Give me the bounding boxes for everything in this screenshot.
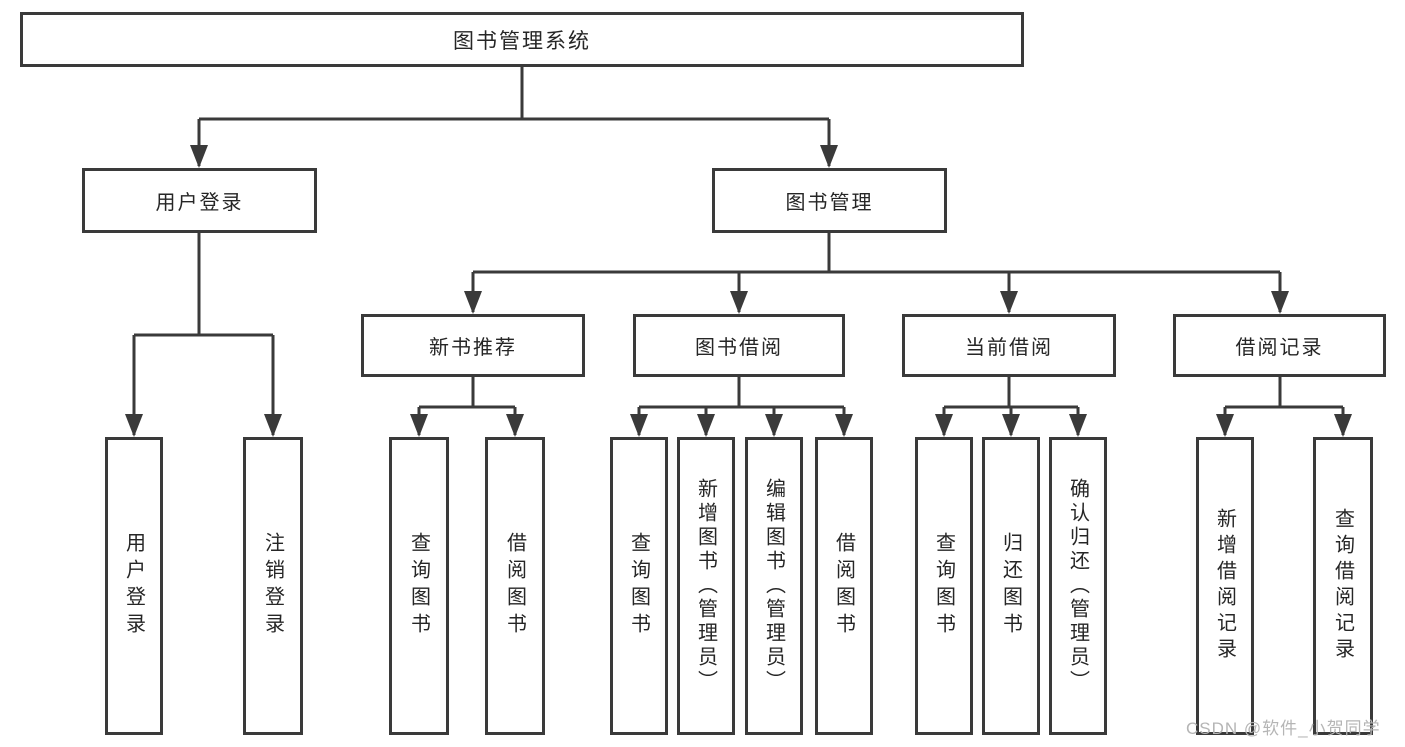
connector-borrowrecords-to-leaves: [1216, 377, 1352, 437]
leaf-edit-book-admin: 编辑图书（管理员）: [745, 437, 803, 735]
connector-bookborrow-to-leaves: [630, 377, 853, 437]
node-borrowing-records: 借阅记录: [1173, 314, 1386, 377]
leaf-confirm-return-admin: 确认归还（管理员）: [1049, 437, 1107, 735]
connector-newbookrec-to-leaves: [410, 377, 524, 437]
node-library-management-system: 图书管理系统: [20, 12, 1024, 67]
leaf-add-book-admin: 新增图书（管理员）: [677, 437, 735, 735]
leaf-user-login: 用户登录: [105, 437, 163, 735]
connector-currentborrow-to-leaves: [935, 377, 1087, 437]
leaf-add-borrowing-record: 新增借阅记录: [1196, 437, 1254, 735]
leaf-query-borrowing-record: 查询借阅记录: [1313, 437, 1373, 735]
node-book-management: 图书管理: [712, 168, 947, 233]
leaf-borrow-books: 借阅图书: [815, 437, 873, 735]
leaf-borrow-books-recommend: 借阅图书: [485, 437, 545, 735]
node-book-borrowing: 图书借阅: [633, 314, 845, 377]
leaf-query-books-borrow: 查询图书: [610, 437, 668, 735]
connector-userlogin-to-leaves: [125, 233, 282, 437]
leaf-query-books-current: 查询图书: [915, 437, 973, 735]
node-new-book-recommendation: 新书推荐: [361, 314, 585, 377]
node-user-login: 用户登录: [82, 168, 317, 233]
node-current-borrowing: 当前借阅: [902, 314, 1116, 377]
connector-bookmgmt-to-level3: [464, 233, 1289, 314]
leaf-logout: 注销登录: [243, 437, 303, 735]
leaf-return-books: 归还图书: [982, 437, 1040, 735]
leaf-query-books-recommend: 查询图书: [389, 437, 449, 735]
csdn-watermark: CSDN @软件_小贺同学: [1186, 719, 1381, 738]
connector-root-to-level2: [190, 67, 838, 168]
